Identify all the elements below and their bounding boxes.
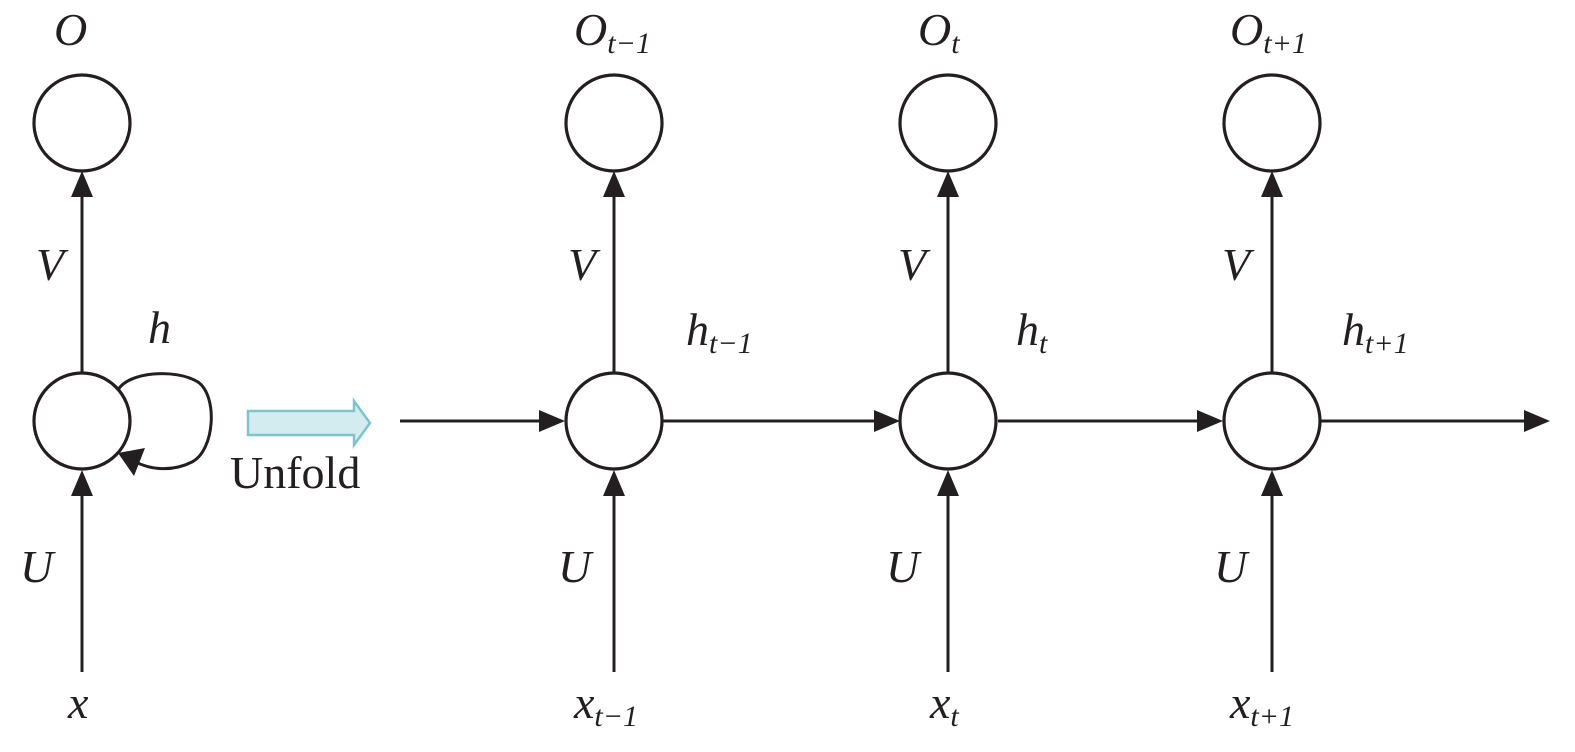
step-weight-v: V [568, 239, 601, 290]
unfold-label: Unfold [230, 447, 360, 498]
folded-rnn: O V h U x [20, 4, 213, 728]
step-u-arrowhead [603, 470, 625, 496]
folded-hidden-node [32, 371, 132, 471]
step-weight-u: U [886, 541, 922, 592]
folded-v-arrowhead [71, 171, 93, 197]
folded-u-arrowhead [71, 470, 93, 496]
h-edge-2-3-arrowhead [1197, 410, 1223, 432]
unfolded-chain: Ot−1 V ht−1 U xt−1 Ot V ht U xt [400, 4, 1550, 733]
step-u-arrowhead [1261, 470, 1283, 496]
step-hidden-node [1222, 371, 1322, 471]
step-u-arrowhead [937, 470, 959, 496]
step-output-node [898, 73, 998, 173]
h-edge-in-arrowhead [539, 410, 565, 432]
step-hidden-label: ht+1 [1342, 304, 1409, 360]
step-input-label: xt [929, 677, 959, 733]
step-hidden-node [898, 371, 998, 471]
step-v-arrowhead [1261, 171, 1283, 197]
step-t: Ot V ht U xt [886, 4, 1048, 733]
step-weight-u: U [1214, 541, 1250, 592]
step-output-label: Ot [918, 4, 960, 60]
folded-input-label: x [67, 677, 89, 728]
step-weight-u: U [558, 541, 594, 592]
unfold-arrow: Unfold [230, 397, 372, 498]
step-v-arrowhead [937, 171, 959, 197]
folded-weight-u: U [20, 541, 56, 592]
step-v-arrowhead [603, 171, 625, 197]
step-output-node [1222, 73, 1322, 173]
step-weight-v: V [1222, 239, 1255, 290]
folded-loop-arrowhead [118, 448, 145, 476]
step-hidden-label: ht−1 [686, 304, 753, 360]
step-hidden-label: ht [1016, 304, 1048, 360]
step-t-plus-1: Ot+1 V ht+1 U xt+1 [1214, 4, 1409, 733]
step-output-node [564, 73, 664, 173]
step-weight-v: V [898, 239, 931, 290]
h-edge-1-2-arrowhead [874, 410, 900, 432]
step-input-label: xt+1 [1229, 677, 1294, 733]
step-output-label: Ot+1 [1230, 4, 1307, 60]
folded-output-label: O [54, 4, 87, 55]
step-input-label: xt−1 [573, 677, 638, 733]
h-edge-out-arrowhead [1524, 410, 1550, 432]
step-hidden-node [564, 371, 664, 471]
step-t-minus-1: Ot−1 V ht−1 U xt−1 [558, 4, 753, 733]
unfold-arrow-shape [246, 397, 372, 449]
folded-hidden-label: h [148, 302, 171, 353]
folded-output-node [32, 73, 132, 173]
folded-weight-v: V [36, 239, 69, 290]
step-output-label: Ot−1 [574, 4, 651, 60]
folded-recurrent-loop [116, 372, 213, 471]
